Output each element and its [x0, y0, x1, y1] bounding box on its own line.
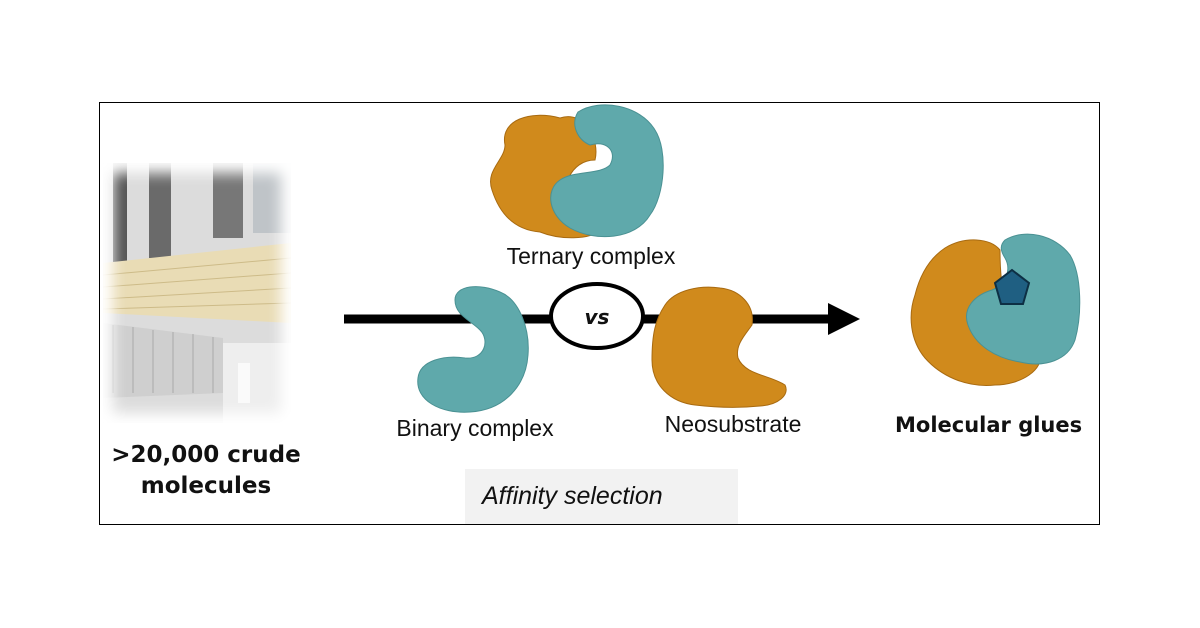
ternary-complex-icon [490, 104, 664, 239]
molecular-glues-label: Molecular glues [895, 413, 1083, 437]
neosubstrate-label: Neosubstrate [665, 411, 802, 437]
binary-complex-label: Binary complex [396, 415, 554, 441]
library-caption-line2: molecules [140, 473, 272, 499]
neosubstrate-icon [651, 286, 787, 408]
vs-label: vs [585, 305, 610, 329]
library-caption: >20,000 crude molecules [100, 440, 312, 502]
vs-ellipse [549, 282, 645, 350]
figure-frame [99, 102, 1100, 525]
microplate-photo [103, 163, 291, 423]
affinity-selection-box [465, 469, 738, 524]
library-caption-line1: >20,000 crude [111, 442, 301, 468]
glue-pentagon-icon [993, 268, 1031, 305]
ternary-complex-label: Ternary complex [507, 243, 676, 269]
binary-complex-icon [417, 286, 529, 413]
molecular-glue-complex-icon [910, 233, 1081, 386]
affinity-selection-label: Affinity selection [482, 482, 663, 510]
